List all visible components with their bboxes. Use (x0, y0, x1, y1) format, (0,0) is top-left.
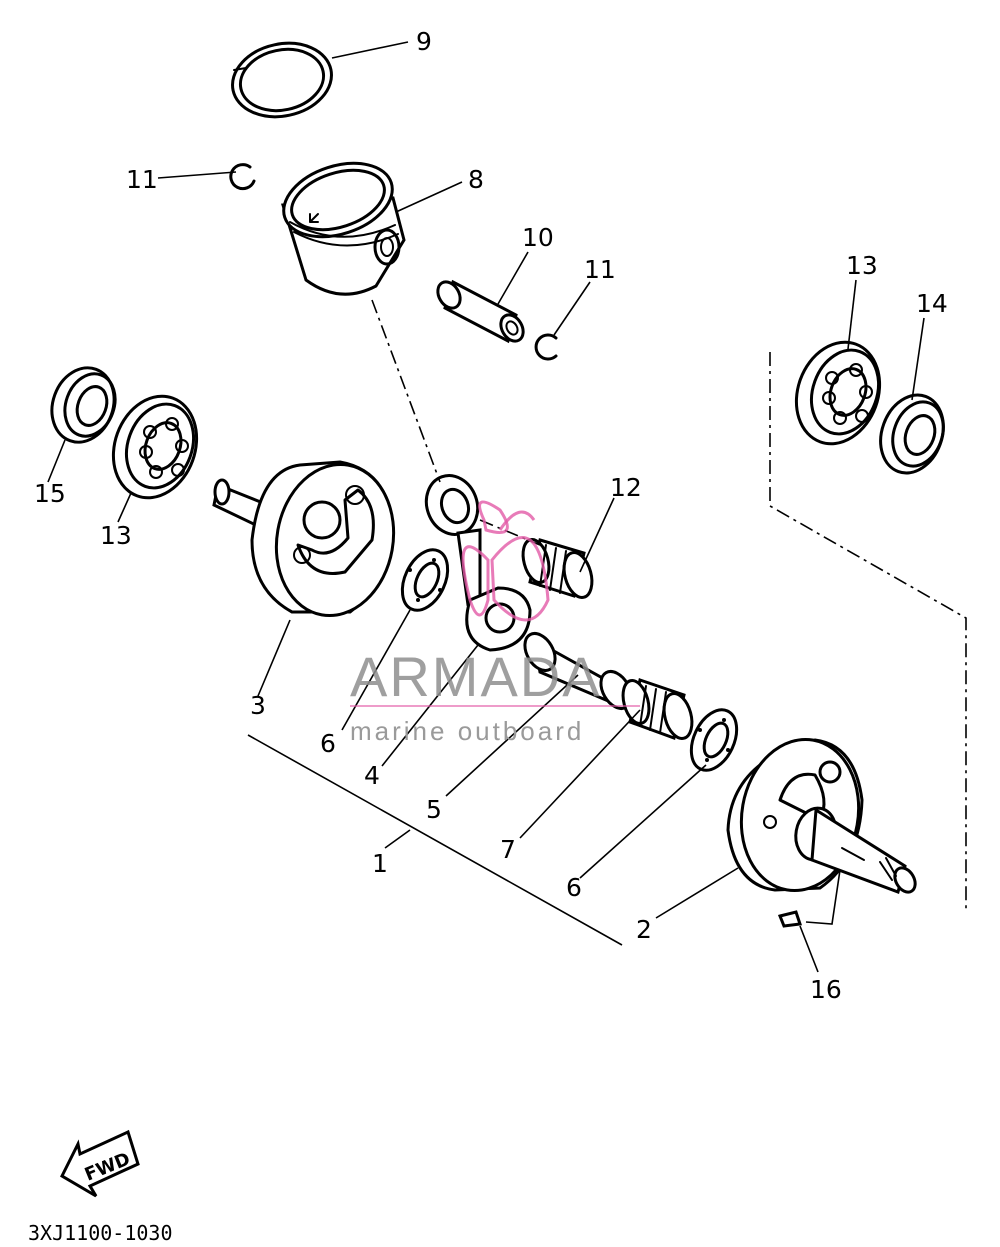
callout-7: 7 (500, 835, 516, 864)
callout-14: 14 (916, 289, 948, 318)
callout-1: 1 (372, 849, 388, 878)
bearing-right (794, 340, 882, 446)
callout-11: 11 (126, 165, 158, 194)
circlip-top (229, 163, 256, 191)
callout-15: 15 (34, 479, 66, 508)
callout-10: 10 (522, 223, 554, 252)
watermark-title: ARMADA (350, 645, 602, 708)
piston (281, 161, 406, 296)
leader-lines (47, 41, 925, 973)
crank-right (726, 737, 917, 894)
callout-2: 2 (636, 915, 652, 944)
callout-9: 9 (416, 27, 432, 56)
callout-4: 4 (364, 761, 380, 790)
callout-3: 3 (250, 691, 266, 720)
crank-pin (523, 632, 633, 710)
callout-6: 6 (566, 873, 582, 902)
callout-12: 12 (610, 473, 642, 502)
circlip-right (534, 333, 558, 361)
callout-13: 13 (846, 251, 878, 280)
callout-11: 11 (584, 255, 616, 284)
callout-8: 8 (468, 165, 484, 194)
butterfly-icon (461, 500, 550, 622)
washer-left (400, 548, 450, 612)
callouts: 9 11 8 10 11 13 14 15 13 12 3 6 4 5 1 7 … (34, 27, 948, 1004)
needle-bearing-big-end (621, 678, 694, 740)
part-code: 3XJ1100-1030 (28, 1221, 173, 1245)
oil-seal-right (879, 393, 945, 475)
woodruff-key (777, 910, 803, 928)
needle-bearing-small-end (521, 538, 594, 599)
piston-pin (436, 279, 525, 344)
crank-left (212, 460, 396, 618)
callout-13: 13 (100, 521, 132, 550)
bearing-left (111, 394, 199, 500)
callout-16: 16 (810, 975, 842, 1004)
fwd-arrow-icon: FWD (60, 1129, 140, 1198)
callout-5: 5 (426, 795, 442, 824)
callout-6: 6 (320, 729, 336, 758)
oil-seal-left (50, 366, 117, 444)
watermark-subtitle: marine outboard (350, 716, 584, 746)
armada-watermark-logo: ARMADA marine outboard (350, 500, 640, 746)
piston-ring (231, 41, 333, 119)
